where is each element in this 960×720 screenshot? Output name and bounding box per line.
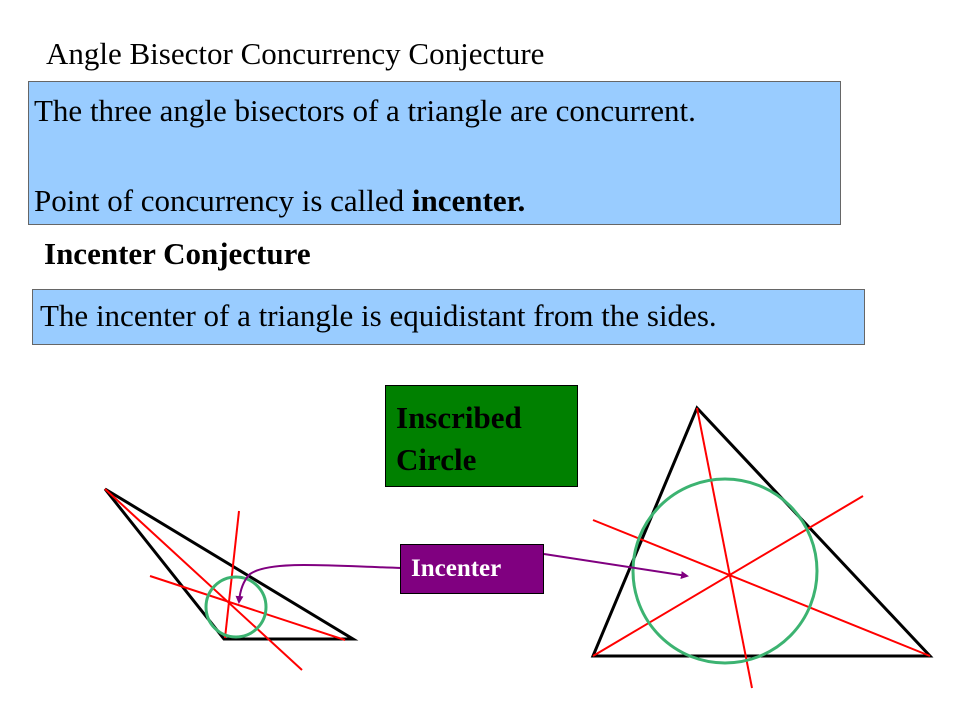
conjecture-statement: The three angle bisectors of a triangle … <box>34 93 696 128</box>
right-triangle <box>590 405 934 658</box>
right-bisector-3 <box>592 495 864 657</box>
left-bisector-1 <box>104 488 303 671</box>
incenter-conjecture-statement: The incenter of a triangle is equidistan… <box>40 298 717 333</box>
left-bisector-2 <box>149 575 346 641</box>
left-triangle <box>103 487 359 641</box>
incenter-arrow-right <box>543 553 689 580</box>
incenter-arrow-left <box>235 564 403 604</box>
definition-prefix: Point of concurrency is called <box>34 183 412 218</box>
left-inscribed-circle <box>204 575 268 639</box>
incenter-definition: Point of concurrency is called incenter. <box>34 183 525 219</box>
incenter-conjecture-title: Incenter Conjecture <box>44 236 311 271</box>
left-bisector-3 <box>224 510 240 639</box>
page-title: Angle Bisector Concurrency Conjecture <box>46 36 545 71</box>
right-bisector-2 <box>592 519 931 657</box>
right-inscribed-circle <box>631 477 819 665</box>
incenter-label-box <box>400 544 544 594</box>
inscribed-circle-label-box <box>385 385 578 487</box>
incenter-label: Incenter <box>411 555 502 582</box>
right-bisector-1 <box>696 407 753 689</box>
definition-term: incenter. <box>411 183 526 218</box>
conjecture-box <box>28 81 841 225</box>
inscribed-circle-label: Inscribed Circle <box>396 400 522 477</box>
incenter-conjecture-box <box>32 289 865 345</box>
